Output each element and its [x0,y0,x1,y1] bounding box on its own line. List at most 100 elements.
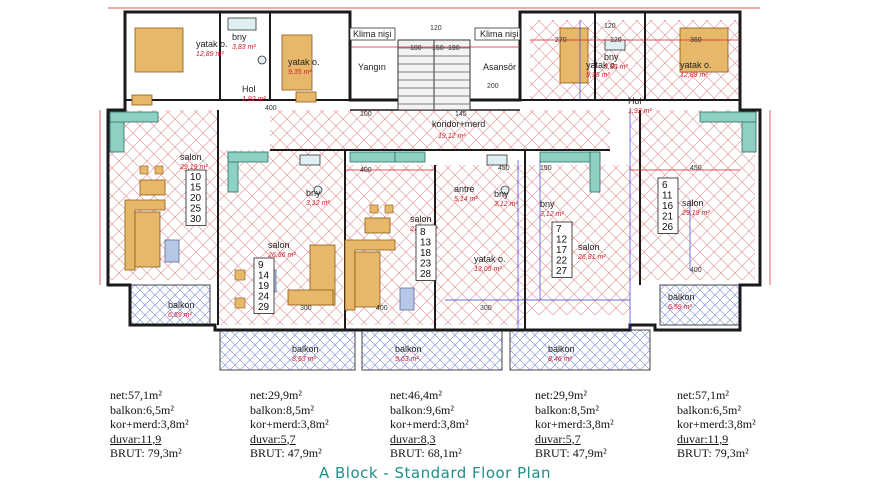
apartment-number: 19 [258,281,270,292]
gross-area: BRUT: 68,1m² [390,446,462,460]
dimension-label: 100 [410,45,422,52]
balcony-area: balkon:6,5m² [677,402,741,417]
room-label: salon [180,152,202,162]
apartment-number-box [551,221,573,278]
room-area: 3,83 m² [604,64,628,71]
net-area: net:46,4m² [390,388,442,402]
room-label: yatak o. [288,57,320,67]
apartment-number: 22 [556,256,568,267]
bathroom-fixtures [227,17,626,195]
room-label: Hol [628,96,642,106]
apartment-number: 18 [420,248,432,259]
apartment-number: 11 [662,191,673,202]
room-label: bny [604,52,619,62]
room-label: salon [410,214,432,224]
wall-area: duvar:5,7 [250,431,296,446]
room-area: 8,53 m² [292,356,316,363]
dimension-label: 300 [300,305,312,312]
apartment-number: 9 [258,260,264,271]
apartment-number: 23 [420,259,432,270]
room-area: 3,12 m² [306,200,330,207]
balcony-area: balkon:8,5m² [250,402,314,417]
dimension-label: 450 [498,165,510,172]
net-area: net:29,9m² [535,388,587,402]
apartment-number: 7 [556,224,562,235]
dimension-label: 400 [265,105,277,112]
room-label: bny [540,199,555,209]
room-label: salon [268,240,290,250]
dimension-label: 450 [690,165,702,172]
apartment-number-box [657,177,679,234]
room-label: bny [306,188,321,198]
apartment-number: 13 [420,238,432,249]
dimension-label: 400 [360,167,372,174]
climate-niche-right: Klima nişi [480,29,519,39]
climate-niche-left: Klima nişi [353,29,392,39]
gross-area: BRUT: 47,9m² [535,446,607,460]
apartment-number: 24 [258,292,270,303]
dimension-label: 150 [432,45,444,52]
dimension-label: 400 [690,267,702,274]
dimension-label: 400 [376,305,388,312]
climate-niche-labels: Klima nişi Klima nişi Yangın Asansör kor… [353,29,519,140]
floor-plan-drawing: Klima nişi Klima nişi Yangın Asansör kor… [99,7,771,371]
room-label: salon [578,242,600,252]
gross-area: BRUT: 47,9m² [250,446,322,460]
apartment-number: 30 [190,214,202,225]
apartment-number: 8 [420,227,426,238]
room-area: 9,35 m² [586,72,610,79]
dimension-label: 120 [610,37,622,44]
wall-area: duvar:11,9 [110,431,162,446]
room-area: 6,59 m² [668,304,692,311]
apartment-number: 15 [190,183,202,194]
apartment-number: 12 [556,235,568,246]
corridor-area: 19,12 m² [438,133,466,140]
dimension-label: 100 [360,111,372,118]
beds [131,27,729,106]
balconies [129,284,741,371]
dimension-label: 270 [555,37,567,44]
room-area: 26,86 m² [267,252,296,259]
room-label: bny [232,32,247,42]
room-label: antre [454,184,475,194]
balcony-area: balkon:8,5m² [535,402,599,417]
room-area: 1,92 m² [242,96,266,103]
gross-area: BRUT: 79,3m² [677,446,749,460]
wall-area: duvar:8,3 [390,431,436,446]
wall-area: duvar:11,9 [677,431,729,446]
room-area: 29,19 m² [179,164,208,171]
room-label: salon [682,198,704,208]
corridor-share: kor+merd:3,8m² [110,417,189,431]
dimension-label: 150 [540,165,552,172]
corridor-share: kor+merd:3,8m² [535,417,614,431]
balcony-area: balkon:9,6m² [390,402,454,417]
apartment-number-stacks: 1015202530914192429813182328712172227611… [185,169,679,314]
dimension-label: 120 [430,25,442,32]
room-label: balkon [168,300,195,310]
dimension-label: 200 [487,83,499,90]
apartment-number: 27 [556,266,568,277]
corridor-share: kor+merd:3,8m² [390,417,469,431]
room-label: yatak o. [196,39,228,49]
room-area: 3,12 m² [540,211,564,218]
room-area: 29,19 m² [681,210,710,217]
unit-stats-5: net:57,1m² balkon:6,5m² kor+merd:3,8m² d… [677,388,756,461]
elevator-label: Asansör [483,62,516,72]
dimension-label: 145 [455,111,467,118]
kitchen-counters [109,111,757,193]
room-area: 3,83 m² [232,44,256,51]
fire-escape-label: Yangın [358,62,386,72]
net-area: net:29,9m² [250,388,302,402]
unit-stats-2: net:29,9m² balkon:8,5m² kor+merd:3,8m² d… [250,388,329,461]
room-area: 5,14 m² [454,196,478,203]
room-label: balkon [292,344,319,354]
room-area: 12,89 m² [680,72,708,79]
dimension-ticks [99,7,771,285]
apartment-number: 16 [662,201,674,212]
room-label: balkon [668,292,695,302]
plan-caption: A Block - Standard Floor Plan [318,464,552,482]
room-area: 9,35 m² [288,69,312,76]
room-area: 1,92 m² [628,108,652,115]
room-area: 26,81 m² [577,254,606,261]
